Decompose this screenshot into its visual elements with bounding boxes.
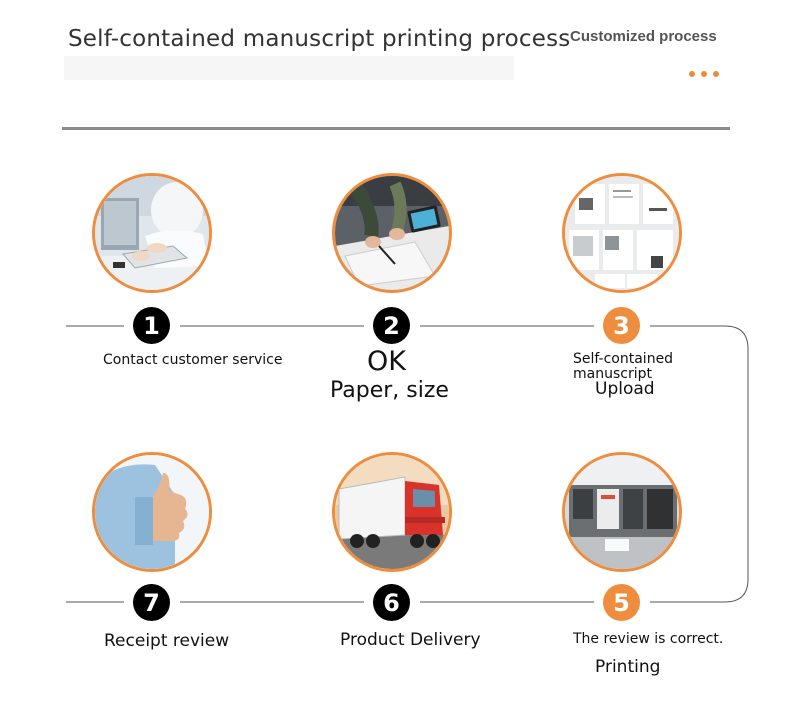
more-dots-icon (689, 71, 719, 77)
paper-selection-photo (332, 173, 452, 293)
step-5-label-line1: The review is correct. (573, 631, 724, 647)
page-title: Self-contained manuscript printing proce… (68, 26, 571, 52)
printing-press-photo (562, 452, 682, 572)
dot-icon (689, 71, 695, 77)
customer-service-photo (92, 173, 212, 293)
step-2-badge: 2 (373, 307, 410, 344)
dot-icon (701, 71, 707, 77)
dot-icon (713, 71, 719, 77)
step-5-badge: 5 (603, 584, 640, 621)
connector-loop (650, 325, 749, 603)
step-1-badge: 1 (133, 307, 170, 344)
page-subtitle: Customized process (570, 28, 717, 45)
step-6-label: Product Delivery (340, 630, 481, 650)
step-2-label-paper: Paper, size (330, 378, 449, 403)
title-underlay (64, 56, 514, 80)
header-divider (62, 127, 730, 130)
step-3-badge: 3 (603, 307, 640, 344)
step-3-label-upload: Upload (595, 379, 655, 399)
step-7-label: Receipt review (104, 631, 230, 651)
delivery-truck-photo (332, 452, 452, 572)
step-1-label: Contact customer service (103, 352, 283, 368)
step-7-badge: 7 (133, 584, 170, 621)
manuscript-layout-photo (562, 173, 682, 293)
step-3-label-line1: Self-contained (573, 351, 674, 367)
step-5-label-printing: Printing (595, 657, 661, 677)
thumbs-up-photo (92, 452, 212, 572)
step-6-badge: 6 (373, 584, 410, 621)
step-3-label-line2: manuscript (573, 366, 652, 382)
step-2-label-ok: OK (367, 346, 406, 377)
